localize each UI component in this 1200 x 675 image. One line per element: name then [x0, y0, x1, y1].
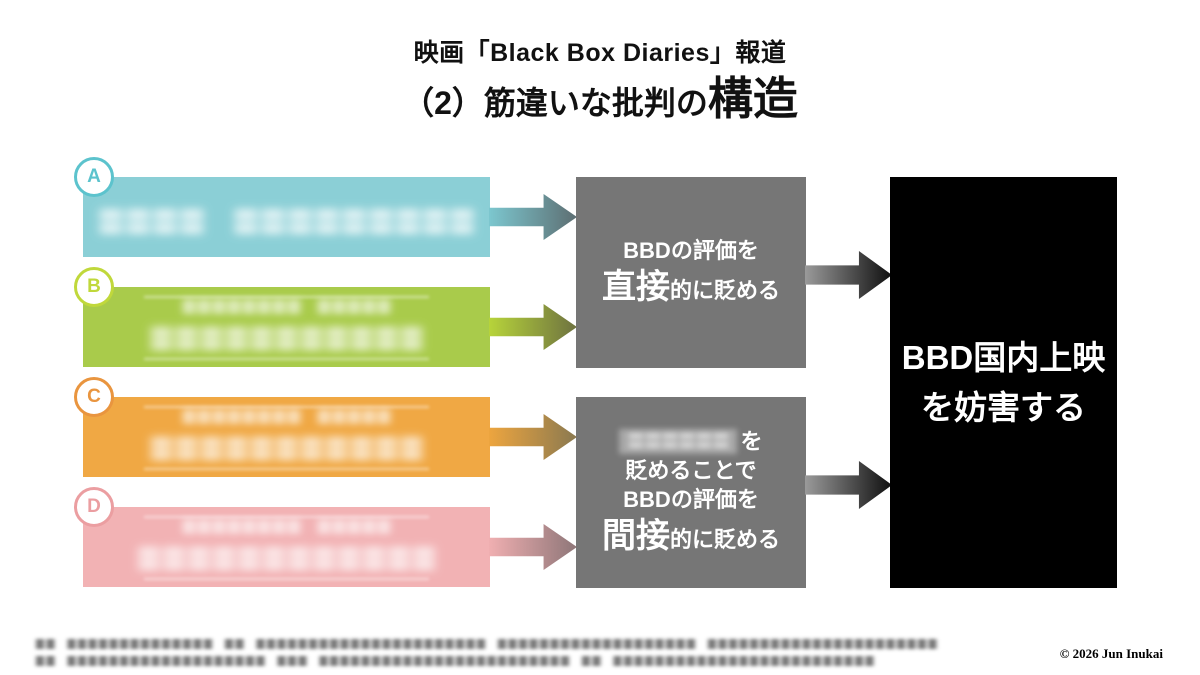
slide-title-line2: （2）筋違いな批判の構造: [0, 62, 1200, 127]
footnote-line-1: 〓〓 〓〓〓〓〓〓〓〓〓〓〓〓〓〓 〓〓 〓〓〓〓〓〓〓〓〓〓〓〓〓〓〓〓〓〓〓…: [35, 640, 938, 651]
arrow-d-to-indirect-icon: [489, 524, 577, 570]
arrow-direct-to-outcome-icon: [805, 251, 892, 299]
direct-effect-line2: 直接的に貶める: [602, 265, 780, 310]
footnote-line-2: 〓〓 〓〓〓〓〓〓〓〓〓〓〓〓〓〓〓〓〓〓〓 〓〓〓 〓〓〓〓〓〓〓〓〓〓〓〓〓…: [35, 657, 875, 668]
indirect-rest: 的に貶める: [669, 526, 780, 552]
slide-title-line2-prefix: （2）筋違いな批判の: [402, 85, 708, 121]
arrow-b-to-direct-icon: [489, 304, 577, 350]
arrow-a-to-direct-icon: [489, 194, 577, 240]
direct-emphasis: 直接: [601, 267, 670, 306]
indirect-effect-line1: 〓〓〓〓〓〓を: [619, 427, 763, 456]
copyright-text: © 2026 Jun Inukai: [1059, 646, 1163, 661]
direct-rest: 的に貶める: [669, 277, 780, 303]
redacted-text-d1: 〓〓〓〓〓〓〓〓 〓〓〓〓〓: [181, 519, 392, 536]
redacted-text-a: 〓〓〓〓 〓〓〓〓〓〓〓〓〓: [97, 208, 476, 238]
redacted-text-indirect: 〓〓〓〓〓〓: [619, 428, 738, 454]
redacted-text-b1: 〓〓〓〓〓〓〓〓 〓〓〓〓〓: [181, 299, 392, 316]
indirect-effect-line4: 間接的に貶める: [602, 514, 780, 559]
indirect-emphasis: 間接: [601, 516, 670, 555]
redacted-text-b2: 〓〓〓〓〓〓〓〓〓〓〓: [148, 326, 424, 354]
badge-a: A: [74, 157, 114, 197]
redacted-text-d2: 〓〓〓〓〓〓〓〓〓〓〓〓: [136, 546, 437, 574]
outcome-line2: を妨害する: [921, 388, 1086, 426]
badge-b: B: [74, 267, 114, 307]
source-box-c: 〓〓〓〓〓〓〓〓 〓〓〓〓〓 〓〓〓〓〓〓〓〓〓〓〓: [83, 397, 490, 477]
divider-line: [144, 578, 429, 580]
outcome-box: BBD国内上映 を妨害する: [890, 177, 1117, 588]
source-box-a: 〓〓〓〓 〓〓〓〓〓〓〓〓〓: [83, 177, 490, 257]
divider-line: [144, 358, 429, 360]
indirect-effect-box: 〓〓〓〓〓〓を 貶めることで BBDの評価を 間接的に貶める: [576, 397, 806, 588]
redacted-text-c2: 〓〓〓〓〓〓〓〓〓〓〓: [148, 436, 424, 464]
arrow-c-to-indirect-icon: [489, 414, 577, 460]
divider-line: [144, 468, 429, 470]
badge-d: D: [74, 487, 114, 527]
slide-title-line1: 映画「Black Box Diaries」報道: [413, 39, 787, 67]
divider-line: [144, 406, 429, 408]
outcome-line1: BBD国内上映: [901, 339, 1106, 376]
indirect-effect-line2: 貶めることで: [625, 457, 757, 483]
divider-line: [144, 516, 429, 518]
indirect-line1-suffix: を: [740, 428, 763, 454]
indirect-effect-line3: BBDの評価を: [623, 486, 759, 512]
source-box-d: 〓〓〓〓〓〓〓〓 〓〓〓〓〓 〓〓〓〓〓〓〓〓〓〓〓〓: [83, 507, 490, 587]
redacted-text-c1: 〓〓〓〓〓〓〓〓 〓〓〓〓〓: [181, 409, 392, 426]
arrow-indirect-to-outcome-icon: [805, 461, 892, 509]
direct-effect-line1: BBDの評価を: [623, 237, 759, 263]
direct-effect-box: BBDの評価を 直接的に貶める: [576, 177, 806, 368]
source-box-b: 〓〓〓〓〓〓〓〓 〓〓〓〓〓 〓〓〓〓〓〓〓〓〓〓〓: [83, 287, 490, 367]
badge-c: C: [74, 377, 114, 417]
divider-line: [144, 296, 429, 298]
slide-title-line2-emphasis: 構造: [707, 73, 798, 124]
